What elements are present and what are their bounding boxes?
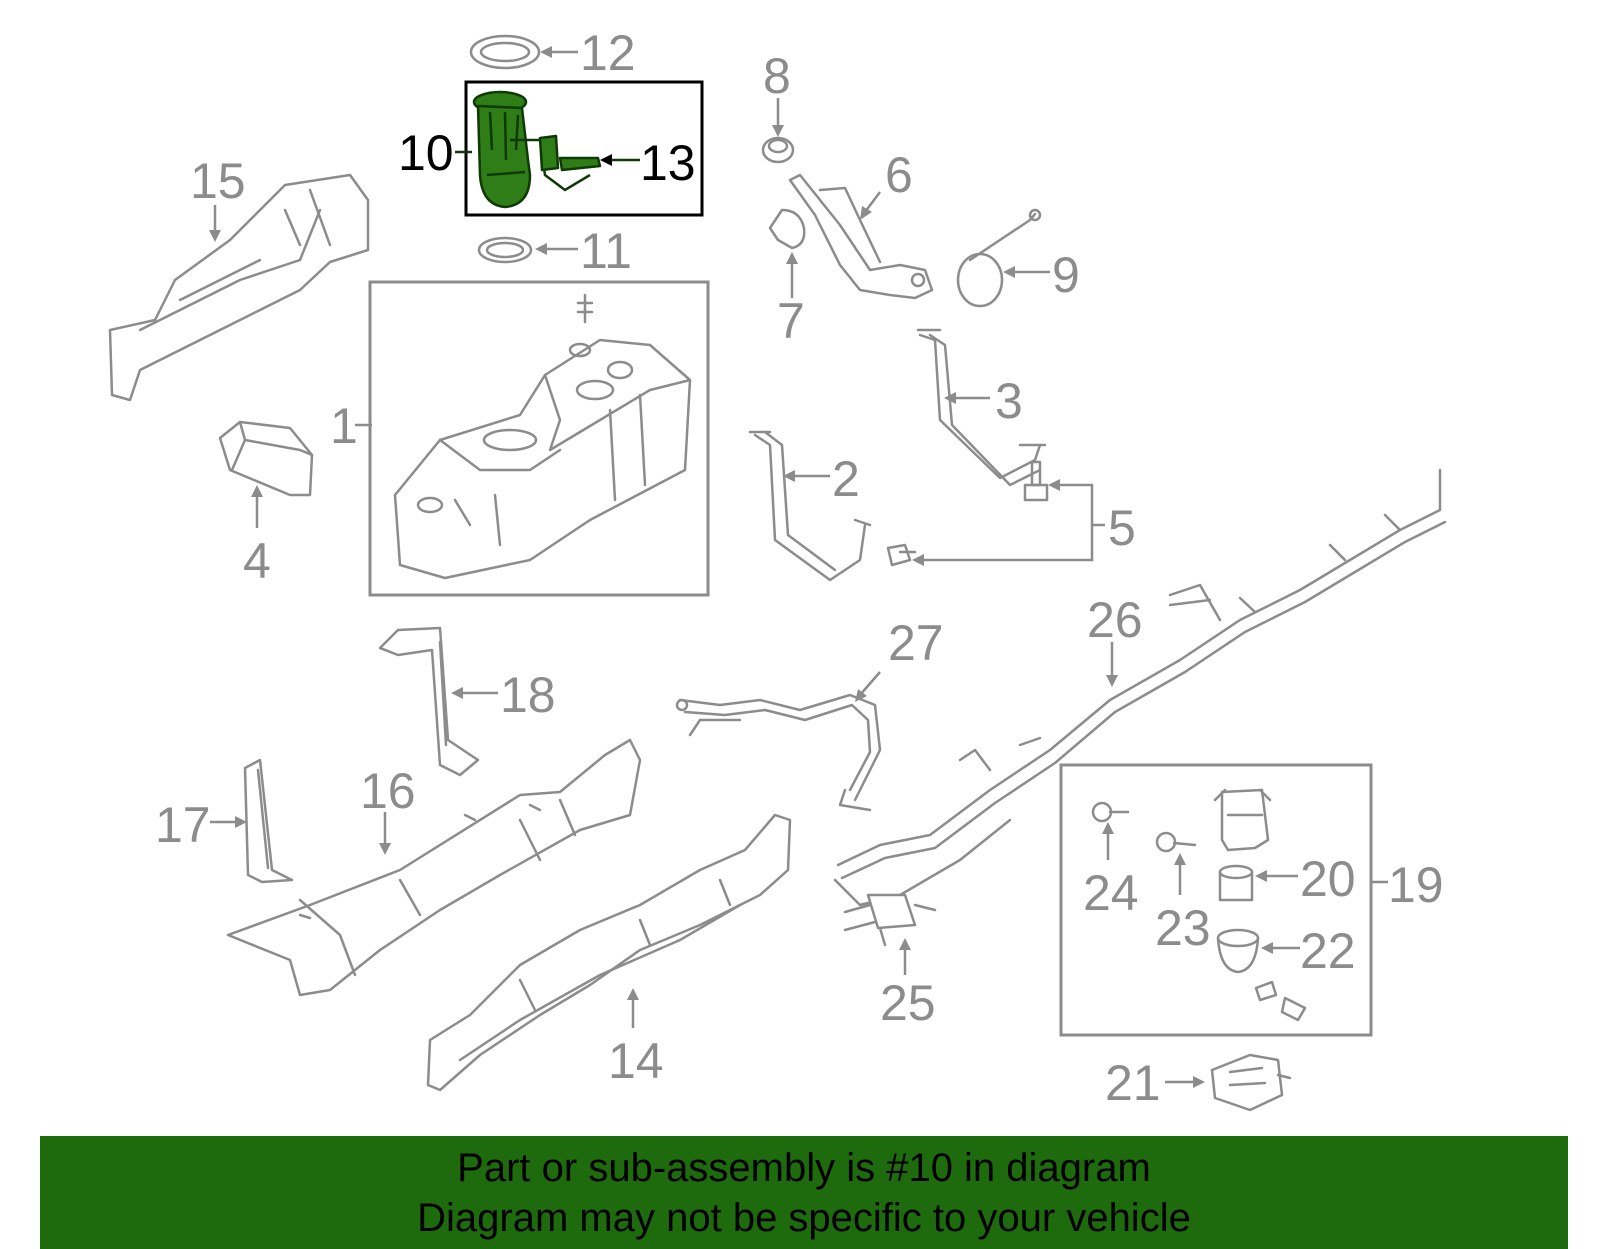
part-4-bracket[interactable] — [218, 420, 314, 497]
part-10-box — [464, 80, 704, 217]
callout-1: 1 — [330, 398, 372, 454]
part-17-bracket[interactable] — [243, 758, 294, 884]
callout-5: 5 — [912, 479, 1136, 566]
label-14: 14 — [608, 1033, 664, 1089]
label-26: 26 — [1087, 592, 1143, 648]
callout-17: 17 — [155, 797, 247, 853]
info-banner: Part or sub-assembly is #10 in diagram D… — [40, 1136, 1568, 1249]
label-17: 17 — [155, 797, 211, 853]
part-18-strap[interactable] — [378, 626, 480, 777]
label-4: 4 — [243, 533, 271, 589]
label-16: 16 — [360, 763, 416, 819]
label-22: 22 — [1300, 923, 1356, 979]
part-16-skid-plate[interactable] — [226, 738, 642, 997]
callout-13: 13 — [600, 135, 696, 191]
part-15-heat-shield[interactable] — [108, 173, 370, 402]
callout-6: 6 — [860, 147, 913, 220]
label-9: 9 — [1052, 247, 1080, 303]
label-3: 3 — [995, 373, 1023, 429]
label-21: 21 — [1105, 1055, 1161, 1111]
callout-10: 10 — [398, 125, 472, 181]
part-10-fuel-pump-module[interactable] — [472, 90, 591, 209]
part-3-strap[interactable] — [916, 328, 1047, 487]
label-5: 5 — [1108, 500, 1136, 556]
banner-line-1: Part or sub-assembly is #10 in diagram — [457, 1145, 1151, 1190]
callout-8: 8 — [763, 48, 791, 137]
callout-16: 16 — [360, 763, 416, 855]
part-23-bolt[interactable] — [1155, 831, 1197, 853]
callout-9: 9 — [1003, 247, 1080, 303]
label-8: 8 — [763, 48, 791, 104]
callout-15: 15 — [190, 153, 246, 242]
callout-18: 18 — [451, 667, 556, 723]
callout-12: 12 — [540, 25, 636, 81]
part-11-gasket[interactable] — [477, 236, 533, 264]
callout-25: 25 — [880, 938, 936, 1031]
label-6: 6 — [885, 147, 913, 203]
part-13-fuel-level-sender[interactable] — [538, 134, 602, 172]
part-20-filter[interactable] — [1218, 864, 1254, 902]
part-26-fuel-lines[interactable] — [833, 468, 1447, 907]
label-7: 7 — [777, 293, 805, 349]
label-15: 15 — [190, 153, 246, 209]
label-2: 2 — [832, 451, 860, 507]
part-19-filter-housing[interactable] — [1213, 788, 1272, 852]
callout-4: 4 — [243, 485, 271, 589]
callout-27: 27 — [855, 615, 944, 702]
callout-3: 3 — [944, 373, 1023, 429]
part-19-clip-bolt[interactable] — [1254, 980, 1307, 1022]
part-14-shield[interactable] — [426, 813, 792, 1092]
part-1-box — [368, 280, 710, 597]
part-9-vent-hose[interactable] — [956, 208, 1042, 308]
part-19-box — [1059, 763, 1373, 1037]
callout-21: 21 — [1105, 1055, 1205, 1111]
parts-diagram: 12 10 13 11 — [108, 25, 1447, 1112]
label-23: 23 — [1155, 900, 1211, 956]
callout-19: 19 — [1371, 857, 1444, 913]
part-27-fuel-lines[interactable] — [675, 693, 882, 812]
label-18: 18 — [500, 667, 556, 723]
label-20: 20 — [1300, 851, 1356, 907]
part-6-filler-pipe[interactable] — [788, 173, 934, 300]
part-7-clip[interactable] — [768, 208, 806, 250]
banner-line-2: Diagram may not be specific to your vehi… — [417, 1195, 1191, 1240]
label-25: 25 — [880, 975, 936, 1031]
label-10: 10 — [398, 125, 454, 181]
callout-24: 24 — [1083, 822, 1139, 921]
part-5-bolt-lower[interactable] — [886, 543, 917, 567]
label-24: 24 — [1083, 865, 1139, 921]
label-12: 12 — [580, 25, 636, 81]
callout-26: 26 — [1087, 592, 1143, 687]
part-22-bowl[interactable] — [1216, 928, 1260, 974]
label-11: 11 — [580, 223, 632, 279]
label-19: 19 — [1388, 857, 1444, 913]
label-13: 13 — [640, 135, 696, 191]
label-27: 27 — [888, 615, 944, 671]
part-21-bracket[interactable] — [1210, 1053, 1292, 1112]
part-5-bolt-upper[interactable] — [1023, 460, 1049, 502]
part-25-valve[interactable] — [843, 893, 937, 947]
callout-23: 23 — [1155, 853, 1211, 956]
label-1: 1 — [330, 398, 358, 454]
callout-22: 22 — [1261, 923, 1356, 979]
part-1-fuel-tank[interactable] — [393, 293, 692, 580]
part-8-cap[interactable] — [761, 136, 795, 164]
callout-2: 2 — [783, 451, 860, 507]
callout-20: 20 — [1255, 851, 1356, 907]
part-24-bolt[interactable] — [1091, 801, 1130, 823]
part-2-strap[interactable] — [748, 430, 872, 582]
callout-7: 7 — [777, 252, 805, 349]
part-12-lock-ring[interactable] — [469, 34, 541, 70]
callout-11: 11 — [535, 223, 632, 279]
callout-14: 14 — [608, 988, 664, 1089]
